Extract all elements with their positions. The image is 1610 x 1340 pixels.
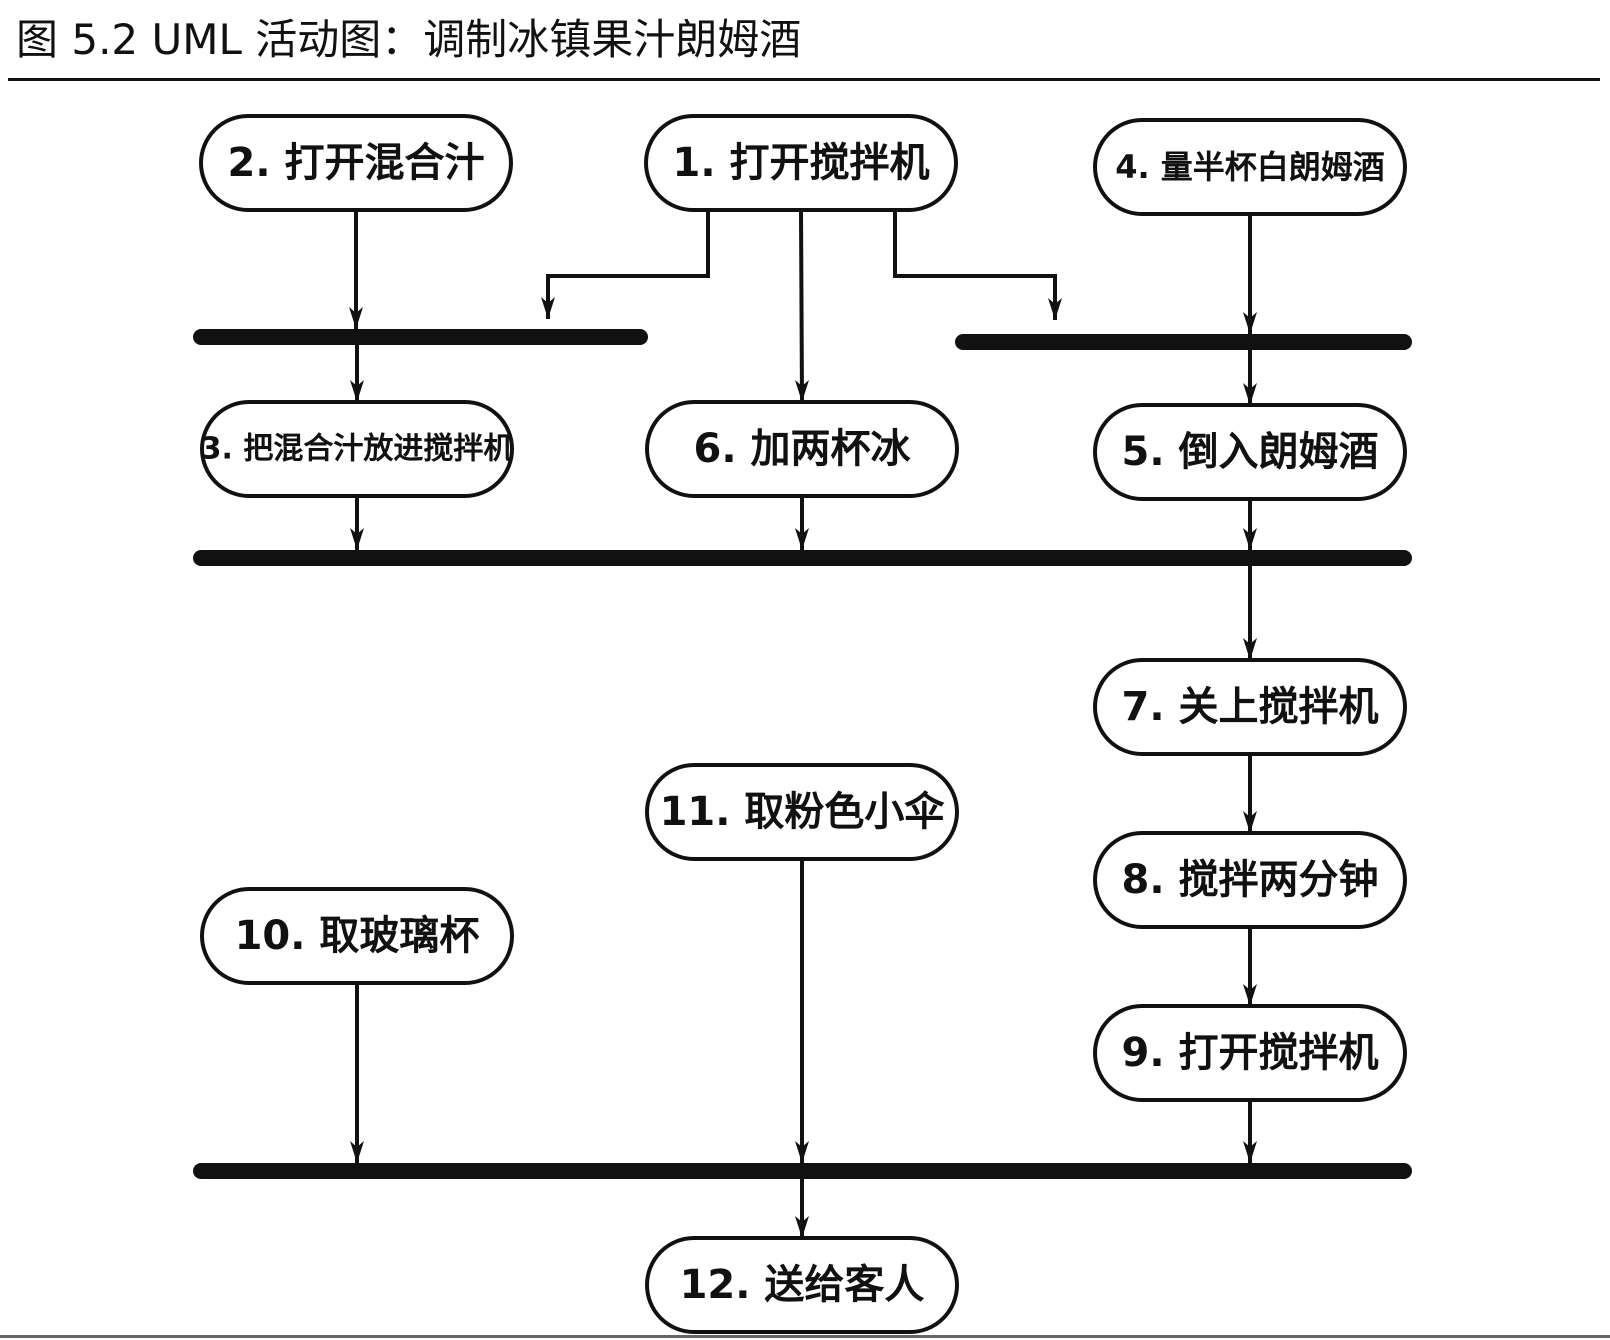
caption-divider [8,78,1600,81]
activity-node-shape [645,763,959,861]
activity-node-shape [200,400,514,498]
sync-bars [193,329,1412,1179]
activity-node-7: 7. 关上搅拌机 [1093,658,1407,756]
activity-node-9: 9. 打开搅拌机 [1093,1004,1407,1102]
activity-node-shape [1093,403,1407,501]
sync-bar-4 [193,1163,1412,1179]
activity-node-10: 10. 取玻璃杯 [200,887,514,985]
sync-bar-2 [955,334,1412,350]
activity-node-shape [1093,1004,1407,1102]
activity-node-label: 1. 打开搅拌机 [673,140,930,186]
activity-node-label: 2. 打开混合汁 [228,140,485,186]
edge-a1-b2 [893,206,1062,320]
sync-bar-1 [193,329,648,345]
activity-node-3: 3. 把混合汁放进搅拌机 [200,400,514,498]
activity-node-shape [645,400,959,498]
activity-node-5: 5. 倒入朗姆酒 [1093,403,1407,501]
activity-node-label: 4. 量半杯白朗姆酒 [1115,148,1385,186]
figure-caption: 图 5.2 UML 活动图：调制冰镇果汁朗姆酒 [16,15,802,64]
activity-node-8: 8. 搅拌两分钟 [1093,831,1407,929]
activity-node-shape [1093,831,1407,929]
activity-node-label: 9. 打开搅拌机 [1122,1030,1379,1076]
activity-node-label: 11. 取粉色小伞 [660,789,946,835]
activity-node-shape [199,114,513,212]
activity-node-label: 8. 搅拌两分钟 [1122,857,1379,903]
activity-node-1: 1. 打开搅拌机 [644,114,958,212]
activity-node-label: 5. 倒入朗姆酒 [1122,429,1379,475]
edge-a1-b1 [541,206,710,319]
edge-a1-a6 [795,209,809,403]
activity-node-label: 6. 加两杯冰 [694,426,912,472]
activity-node-shape [645,1236,959,1334]
activity-node-shape [1093,658,1407,756]
activity-node-label: 10. 取玻璃杯 [235,913,480,959]
activity-nodes: 1. 打开搅拌机 2. 打开混合汁 3. 把混合汁放进搅拌机 4. 量半杯白朗姆酒 5.… [199,114,1407,1334]
activity-node-2: 2. 打开混合汁 [199,114,513,212]
activity-node-12: 12. 送给客人 [645,1236,959,1334]
activity-node-shape [200,887,514,985]
activity-node-shape [644,114,958,212]
activity-node-11: 11. 取粉色小伞 [645,763,959,861]
activity-node-label: 3. 把混合汁放进搅拌机 [201,432,514,467]
activity-node-shape [1093,118,1407,216]
sync-bar-3 [193,550,1412,566]
activity-node-6: 6. 加两杯冰 [645,400,959,498]
page-bottom-rule [0,1335,1610,1338]
flow-edges [349,206,1257,1238]
activity-node-label: 7. 关上搅拌机 [1122,684,1379,730]
activity-node-label: 12. 送给客人 [680,1262,925,1308]
activity-node-4: 4. 量半杯白朗姆酒 [1093,118,1407,216]
